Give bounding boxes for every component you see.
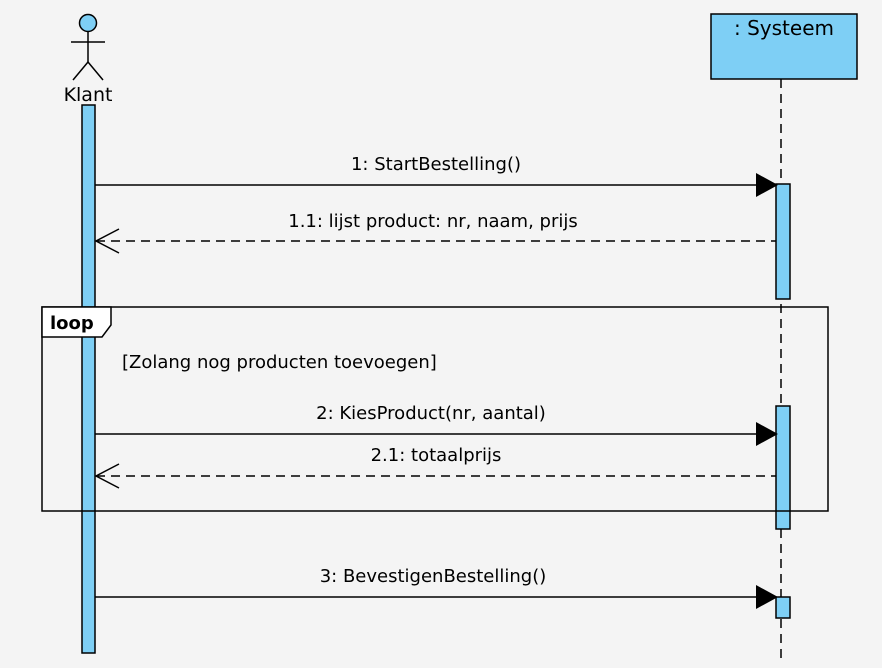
actor-right-leg-icon (87, 61, 104, 81)
message-1-arrowhead-icon (756, 173, 778, 197)
systeem-head-box (710, 13, 858, 80)
message-3-label: 3: BevestigenBestelling() (320, 566, 547, 587)
message-3: 3: BevestigenBestelling() (95, 566, 778, 609)
message-2-1-arrowhead-icon (94, 463, 120, 489)
systeem-activation-1 (775, 183, 791, 300)
systeem-title: : Systeem (734, 16, 834, 40)
message-1-1-arrowhead-icon (94, 228, 120, 254)
message-1-label: 1: StartBestelling() (351, 154, 521, 175)
klant-activation-bar (81, 104, 96, 654)
loop-keyword: loop (50, 313, 94, 334)
actor-label: Klant (64, 84, 113, 106)
message-2: 2: KiesProduct(nr, aantal) (95, 403, 778, 446)
message-2-1: 2.1: totaalprijs (94, 445, 776, 489)
message-1: 1: StartBestelling() (95, 154, 778, 197)
systeem-activation-2 (775, 405, 791, 530)
message-2-label: 2: KiesProduct(nr, aantal) (316, 403, 546, 424)
loop-frame: loop [Zolang nog producten toevoegen] (41, 306, 829, 512)
message-2-arrowhead-icon (756, 422, 778, 446)
loop-frame-tab (41, 306, 112, 338)
lifeline-systeem: : Systeem (710, 13, 858, 663)
message-3-arrowhead-icon (756, 585, 778, 609)
actor-left-leg-icon (72, 61, 89, 81)
actor-head-icon (78, 13, 98, 33)
actor-klant: Klant (64, 13, 113, 106)
message-2-1-label: 2.1: totaalprijs (371, 445, 502, 466)
message-1-1-label: 1.1: lijst product: nr, naam, prijs (288, 211, 578, 232)
loop-guard: [Zolang nog producten toevoegen] (122, 352, 437, 373)
systeem-activation-3 (775, 596, 791, 619)
message-1-1: 1.1: lijst product: nr, naam, prijs (94, 211, 776, 254)
loop-frame-border (41, 306, 829, 512)
